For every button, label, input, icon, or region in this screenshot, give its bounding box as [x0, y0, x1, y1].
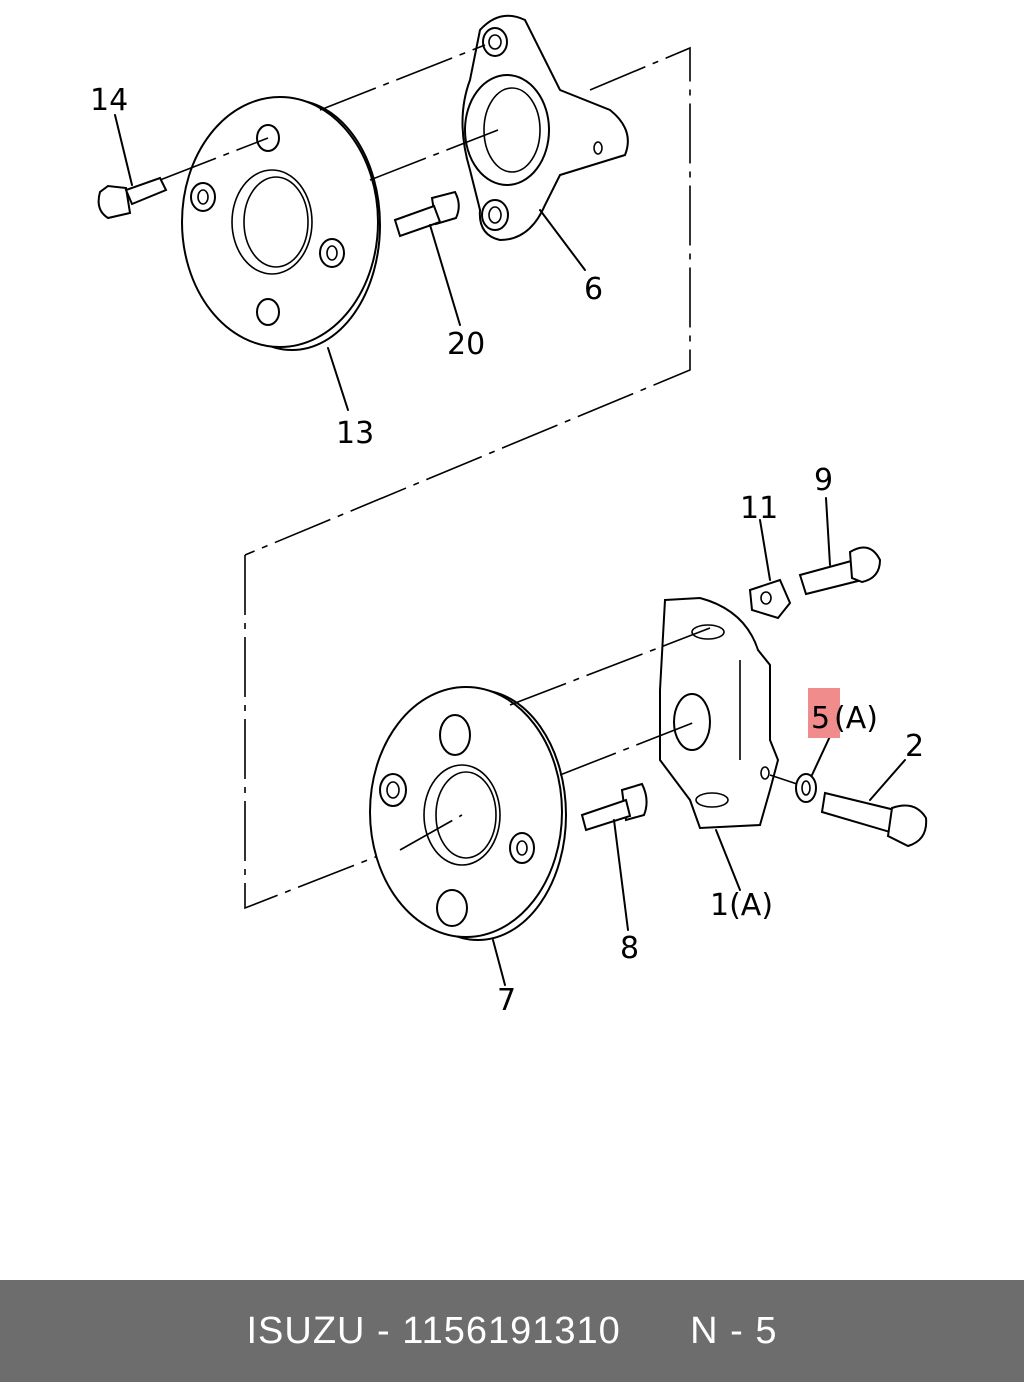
part-number-footer: ISUZU - 1156191310 N - 5 [0, 1280, 1024, 1382]
callout-11: 11 [740, 491, 778, 526]
part-1a-yoke [659, 596, 780, 830]
callout-1a: 1(A) [710, 888, 773, 923]
footer-separator: - [377, 1309, 391, 1352]
callout-14: 14 [90, 83, 128, 118]
upper-assembly [97, 14, 691, 556]
part-8-screw [580, 782, 648, 832]
callout-5-suffix: (A) [834, 701, 878, 736]
callout-5: 5 [811, 701, 830, 736]
callout-20: 20 [447, 327, 485, 362]
callout-2: 2 [905, 729, 924, 764]
callout-5-highlight [808, 688, 840, 738]
part-2-bolt [820, 791, 928, 848]
part-9-bolt [798, 546, 882, 596]
part-20-screw [393, 190, 460, 238]
part-7-coupling-disc [369, 686, 567, 941]
footer-brand: ISUZU [246, 1309, 366, 1352]
callout-9: 9 [814, 463, 833, 498]
part-11-lock-plate [748, 578, 792, 620]
callout-6: 6 [584, 272, 603, 307]
callout-8: 8 [620, 931, 639, 966]
part-6-flange-bracket [461, 14, 629, 242]
footer-position: N - 5 [690, 1309, 778, 1352]
part-5-washer [795, 773, 817, 803]
lower-assembly [244, 497, 928, 986]
callout-7: 7 [497, 983, 516, 1018]
upper-projection-frame [244, 46, 691, 556]
part-13-coupling-disc [181, 96, 381, 351]
footer-part-number: 1156191310 [402, 1309, 621, 1352]
exploded-parts-diagram: 14 6 20 13 11 9 5 (A) 2 1(A) 8 7 [90, 14, 928, 1018]
part-14-bolt [97, 176, 168, 220]
callout-13: 13 [336, 416, 374, 451]
